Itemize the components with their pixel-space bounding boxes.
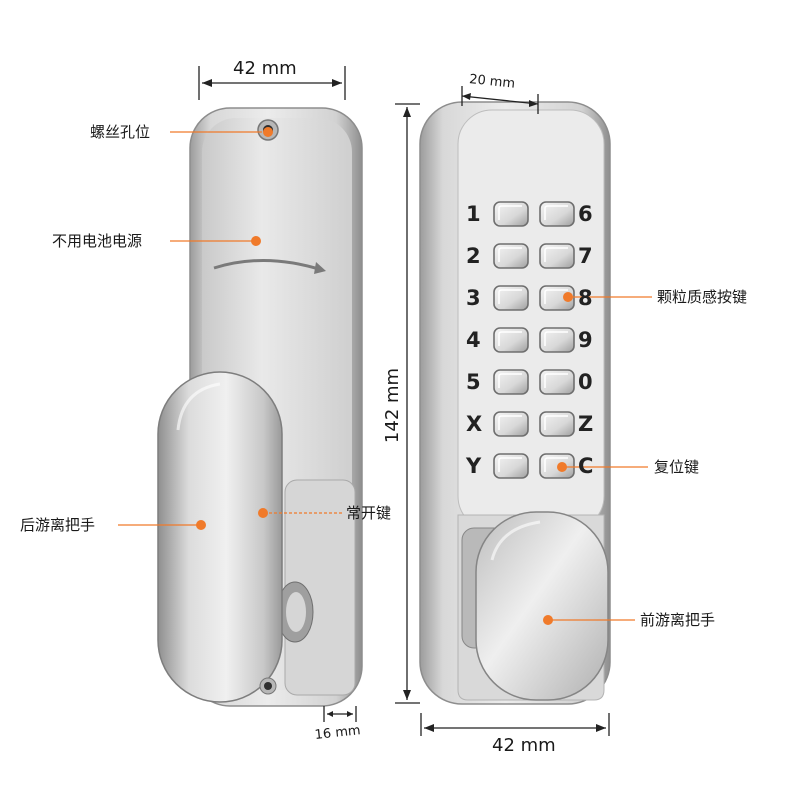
key-button-6[interactable] bbox=[539, 201, 575, 227]
key-label-z: Z bbox=[578, 412, 594, 436]
key-label-y: Y bbox=[466, 454, 482, 478]
key-label-x: X bbox=[466, 412, 483, 436]
key-label-7: 7 bbox=[578, 244, 593, 268]
key-button-1[interactable] bbox=[493, 201, 529, 227]
key-button-2[interactable] bbox=[493, 243, 529, 269]
callout-dots bbox=[196, 127, 573, 625]
key-label-2: 2 bbox=[466, 244, 481, 268]
key-label-5: 5 bbox=[466, 370, 481, 394]
rear-handle[interactable] bbox=[157, 371, 283, 703]
callout-passage-key: 常开键 bbox=[346, 504, 392, 522]
front-handle[interactable] bbox=[461, 511, 609, 701]
key-label-3: 3 bbox=[466, 286, 481, 310]
key-label-6: 6 bbox=[578, 202, 593, 226]
key-button-5[interactable] bbox=[493, 369, 529, 395]
callout-lines bbox=[118, 131, 652, 621]
key-button-c[interactable] bbox=[539, 453, 575, 479]
back-width-label: 42 mm bbox=[233, 58, 297, 79]
callout-screw-hole: 螺丝孔位 bbox=[90, 123, 151, 141]
key-label-4: 4 bbox=[466, 328, 481, 352]
key-button-0[interactable] bbox=[539, 369, 575, 395]
key-label-c: C bbox=[578, 454, 594, 478]
key-button-8[interactable] bbox=[539, 285, 575, 311]
callout-front-handle: 前游离把手 bbox=[640, 611, 716, 629]
dimension-arrows bbox=[202, 79, 606, 732]
key-label-8: 8 bbox=[578, 286, 593, 310]
key-button-4[interactable] bbox=[493, 327, 529, 353]
key-button-y[interactable] bbox=[493, 453, 529, 479]
key-label-0: 0 bbox=[578, 370, 593, 394]
dimension-lines bbox=[198, 66, 610, 736]
keypad bbox=[493, 201, 575, 479]
key-button-z[interactable] bbox=[539, 411, 575, 437]
key-button-3[interactable] bbox=[493, 285, 529, 311]
callout-reset-key: 复位键 bbox=[654, 458, 700, 476]
front-width-label: 42 mm bbox=[492, 735, 556, 756]
bottom-screw-hole-icon bbox=[259, 677, 277, 695]
key-button-9[interactable] bbox=[539, 327, 575, 353]
rotation-arrow-icon bbox=[213, 258, 323, 272]
callout-no-battery: 不用电池电源 bbox=[52, 232, 143, 250]
key-button-7[interactable] bbox=[539, 243, 575, 269]
key-button-x[interactable] bbox=[493, 411, 529, 437]
callout-rear-handle: 后游离把手 bbox=[20, 516, 96, 534]
height-label: 142 mm bbox=[382, 367, 404, 444]
callout-textured-keys: 颗粒质感按键 bbox=[657, 288, 748, 306]
key-label-9: 9 bbox=[578, 328, 593, 352]
key-label-1: 1 bbox=[466, 202, 481, 226]
